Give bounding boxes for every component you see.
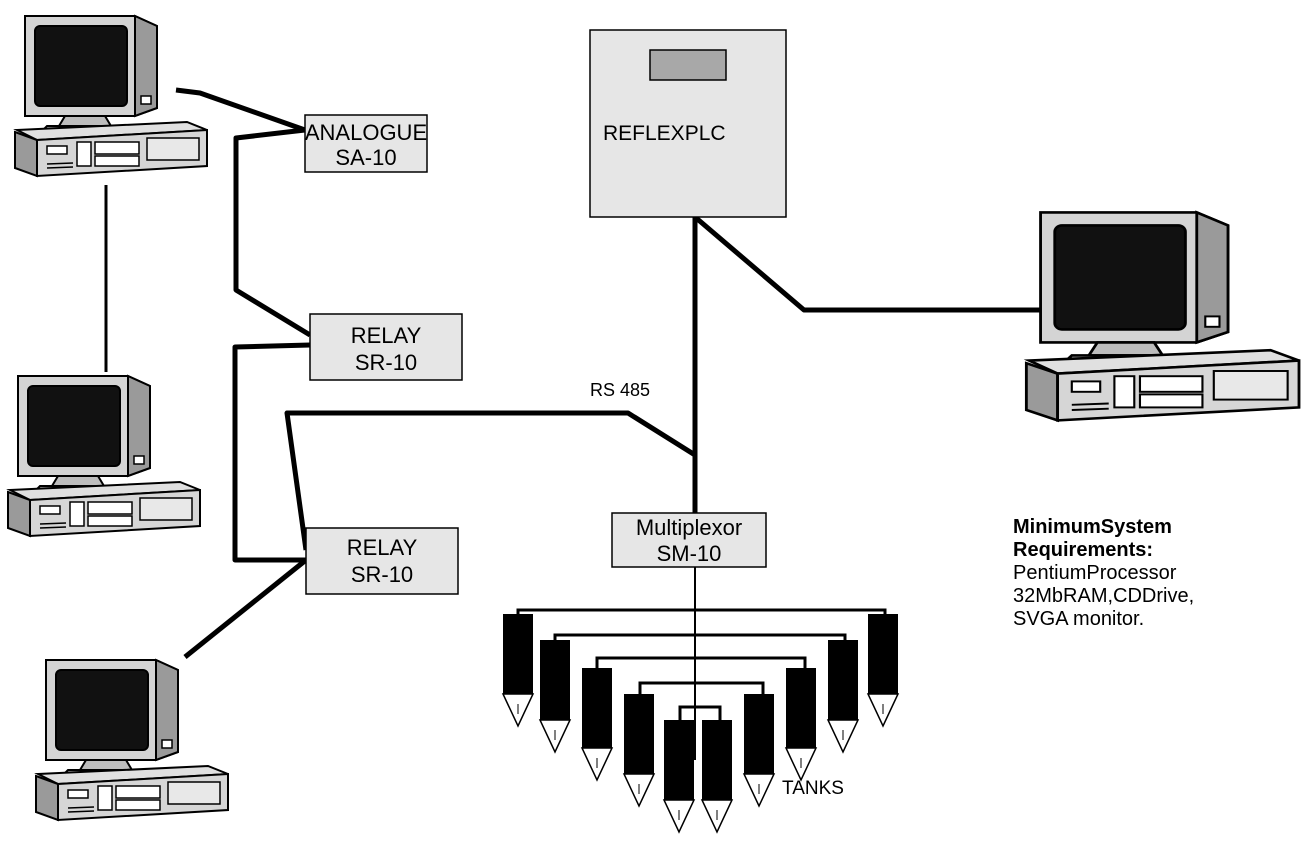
analogue-line2: SA-10 <box>335 145 396 170</box>
plc-label: REFLEXPLC <box>603 122 726 145</box>
plc-module: REFLEXPLC <box>589 29 787 218</box>
relay-top-line2: SR-10 <box>355 350 417 375</box>
tank-4 <box>623 693 655 807</box>
analogue-module: ANALOGUE SA-10 <box>304 114 428 173</box>
tank-6 <box>701 719 733 833</box>
tank-3 <box>581 667 613 781</box>
requirement-line: SVGA monitor. <box>1013 608 1145 630</box>
relay-bottom-line1: RELAY <box>347 535 418 560</box>
computer-top-left <box>14 15 208 177</box>
relay-bottom-line2: SR-10 <box>351 562 413 587</box>
tanks-group <box>502 613 899 833</box>
system-requirements: MinimumSystem Requirements: PentiumProce… <box>1013 516 1303 631</box>
line-pc1-analogue <box>175 87 306 133</box>
computer-bottom-left <box>35 659 229 821</box>
tank-8 <box>785 667 817 781</box>
tanks-label: TANKS <box>782 778 844 799</box>
tank-7 <box>743 693 775 807</box>
tank-2 <box>539 639 571 753</box>
tank-5 <box>663 719 695 833</box>
line-relay2-pc3 <box>183 558 308 659</box>
tank-10 <box>867 613 899 727</box>
line-rs485-bus <box>284 410 697 551</box>
requirement-line: PentiumProcessor <box>1013 562 1177 584</box>
tank-1 <box>502 613 534 727</box>
line-relay1-relay2 <box>232 342 311 563</box>
rs485-label: RS 485 <box>590 380 650 400</box>
analogue-line1: ANALOGUE <box>305 120 427 145</box>
plc-display <box>649 49 727 81</box>
requirements-title-line2: Requirements: <box>1013 539 1154 561</box>
requirement-line: 32MbRAM,CDDrive, <box>1013 585 1195 607</box>
connection-lines <box>104 87 1085 760</box>
computer-middle-left <box>7 375 201 537</box>
line-analogue-relay1 <box>233 127 312 338</box>
requirements-title-line1: MinimumSystem <box>1013 516 1172 538</box>
computer-right <box>1024 210 1301 422</box>
line-plc-pc4 <box>693 215 1085 313</box>
multiplexor-line1: Multiplexor <box>636 515 742 540</box>
relay-top-line1: RELAY <box>351 323 422 348</box>
multiplexor-line2: SM-10 <box>657 541 722 566</box>
tank-9 <box>827 639 859 753</box>
relay-bottom-module: RELAY SR-10 <box>305 527 459 595</box>
relay-top-module: RELAY SR-10 <box>309 313 463 381</box>
multiplexor-module: Multiplexor SM-10 <box>611 512 767 568</box>
